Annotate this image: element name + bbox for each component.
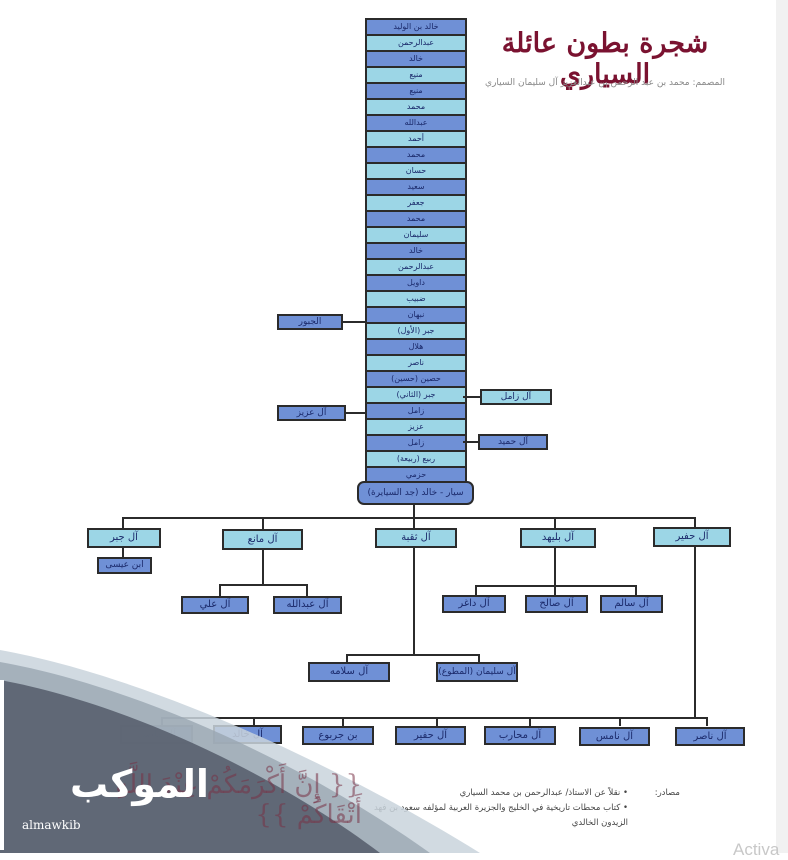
root-node: سيار - خالد (جد السيايرة) xyxy=(357,481,474,505)
node-al-mahareb: آل محارب xyxy=(484,726,556,745)
node-al-sulaiman: آل سليمان (المطوع) xyxy=(436,662,518,682)
brand-latin-text: almawkib xyxy=(22,818,81,832)
lineage-cell: سليمان xyxy=(367,228,465,244)
lineage-cell: خالد xyxy=(367,52,465,68)
source-item: • كتاب محطات تاريخية في الخليج والجزيرة … xyxy=(373,803,628,828)
quran-verse: {{ إِنَّ أَكْرَمَكُمْ عِنْدَ اللَّهِ أَت… xyxy=(115,770,362,830)
lineage-cell: حصين (حسين) xyxy=(367,372,465,388)
connector-line xyxy=(635,585,637,596)
connector-line xyxy=(463,396,480,398)
connector-line xyxy=(475,585,477,596)
node-al-khaled: آل خالد xyxy=(213,725,282,744)
node-al-thaqba: آل ثقبة xyxy=(375,528,457,548)
lineage-cell: منيع xyxy=(367,84,465,100)
lineage-cell: داويل xyxy=(367,276,465,292)
connector-line xyxy=(413,505,415,518)
lineage-cell: جبر (الأول) xyxy=(367,324,465,340)
connector-line xyxy=(554,548,556,586)
connector-line xyxy=(122,517,124,529)
node-al-jabr: آل جبر xyxy=(87,528,161,548)
source-item: • نقلاً عن الاستاذ/ عبدالرحمن بن محمد ال… xyxy=(459,788,628,798)
connector-line xyxy=(342,321,365,323)
node-al-madhi: آل ماضي xyxy=(120,725,193,744)
node-ibn-eisa: ابن عيسى xyxy=(97,557,152,574)
node-al-mani: آل مانع xyxy=(222,529,303,550)
branch-al-jubour: الجبور xyxy=(277,314,343,330)
connector-line xyxy=(694,547,696,718)
level3-bus-line xyxy=(161,717,708,719)
branch-al-zamel: آل زامل xyxy=(480,389,552,405)
lineage-cell: محمد xyxy=(367,148,465,164)
lineage-cell: هلال xyxy=(367,340,465,356)
connector-line xyxy=(529,717,531,726)
lineage-cell: أحمد xyxy=(367,132,465,148)
author-credit: المصمم: محمد بن عبد الرحمن بن عبدالعزيز … xyxy=(485,78,725,88)
lineage-cell: ضبيب xyxy=(367,292,465,308)
node-al-bulaihid: آل بليهد xyxy=(520,528,596,548)
connector-line xyxy=(554,585,556,596)
level1-bus-line xyxy=(122,517,696,519)
lineage-cell: زامل xyxy=(367,404,465,420)
node-al-salem: آل سالم xyxy=(600,595,663,613)
scrollbar-track[interactable] xyxy=(776,0,788,853)
lineage-cell: جبر (الثاني) xyxy=(367,388,465,404)
lineage-cell: سعيد xyxy=(367,180,465,196)
connector-line xyxy=(342,717,344,726)
connector-line xyxy=(262,517,264,530)
connector-line xyxy=(346,654,480,656)
connector-line xyxy=(219,584,221,596)
lineage-cell: ربيع (ربيعة) xyxy=(367,452,465,468)
node-al-hufair: آل حفير xyxy=(653,527,731,547)
lineage-cell: خالد بن الوليد xyxy=(367,20,465,36)
connector-line xyxy=(122,548,124,558)
lineage-cell: ناصر xyxy=(367,356,465,372)
lineage-cell: عبدالرحمن xyxy=(367,36,465,52)
lineage-cell: محمد xyxy=(367,100,465,116)
connector-line xyxy=(436,717,438,726)
sources-label: مصادر: xyxy=(654,788,680,798)
node-al-ali: آل علي xyxy=(181,596,249,614)
brand-logo-text: الموكب xyxy=(70,762,209,806)
connector-line xyxy=(554,517,556,530)
lineage-cell: جعفر xyxy=(367,196,465,212)
node-al-dagher: آل داغر xyxy=(442,595,506,613)
node-al-hufair-child: آل حفير xyxy=(395,726,466,745)
branch-al-uzaiz: آل عزيز xyxy=(277,405,346,421)
lineage-cell: خالد xyxy=(367,244,465,260)
lineage-cell: منيع xyxy=(367,68,465,84)
connector-line xyxy=(262,550,264,585)
node-al-salameh: آل سلامه xyxy=(308,662,390,682)
activation-watermark: Activa xyxy=(733,840,780,859)
lineage-cell: زامل xyxy=(367,436,465,452)
lineage-cell: عبدالرحمن xyxy=(367,260,465,276)
lineage-cell: نبهان xyxy=(367,308,465,324)
connector-line xyxy=(219,584,308,586)
lineage-cell: محمد xyxy=(367,212,465,228)
node-bin-jarbou: بن جربوع xyxy=(302,726,374,745)
lineage-cell: عبدالله xyxy=(367,116,465,132)
branch-al-humaid: آل حميد xyxy=(478,434,548,450)
connector-line xyxy=(413,548,415,655)
connector-line xyxy=(706,717,708,726)
node-al-names: آل نامس xyxy=(579,727,650,746)
node-al-abdullah: آل عبدالله xyxy=(273,596,342,614)
page-title: شجرة بطون عائلة السياري xyxy=(501,28,709,90)
connector-line xyxy=(463,441,478,443)
connector-line xyxy=(345,412,365,414)
lineage-cell: عزيز xyxy=(367,420,465,436)
connector-line xyxy=(475,585,637,587)
lineage-cell: حسان xyxy=(367,164,465,180)
connector-line xyxy=(619,717,621,726)
connector-line xyxy=(306,584,308,596)
connector-line xyxy=(694,517,696,529)
node-al-saleh: آل صالح xyxy=(525,595,588,613)
connector-line xyxy=(413,517,415,529)
node-al-nasser: آل ناصر xyxy=(675,727,745,746)
